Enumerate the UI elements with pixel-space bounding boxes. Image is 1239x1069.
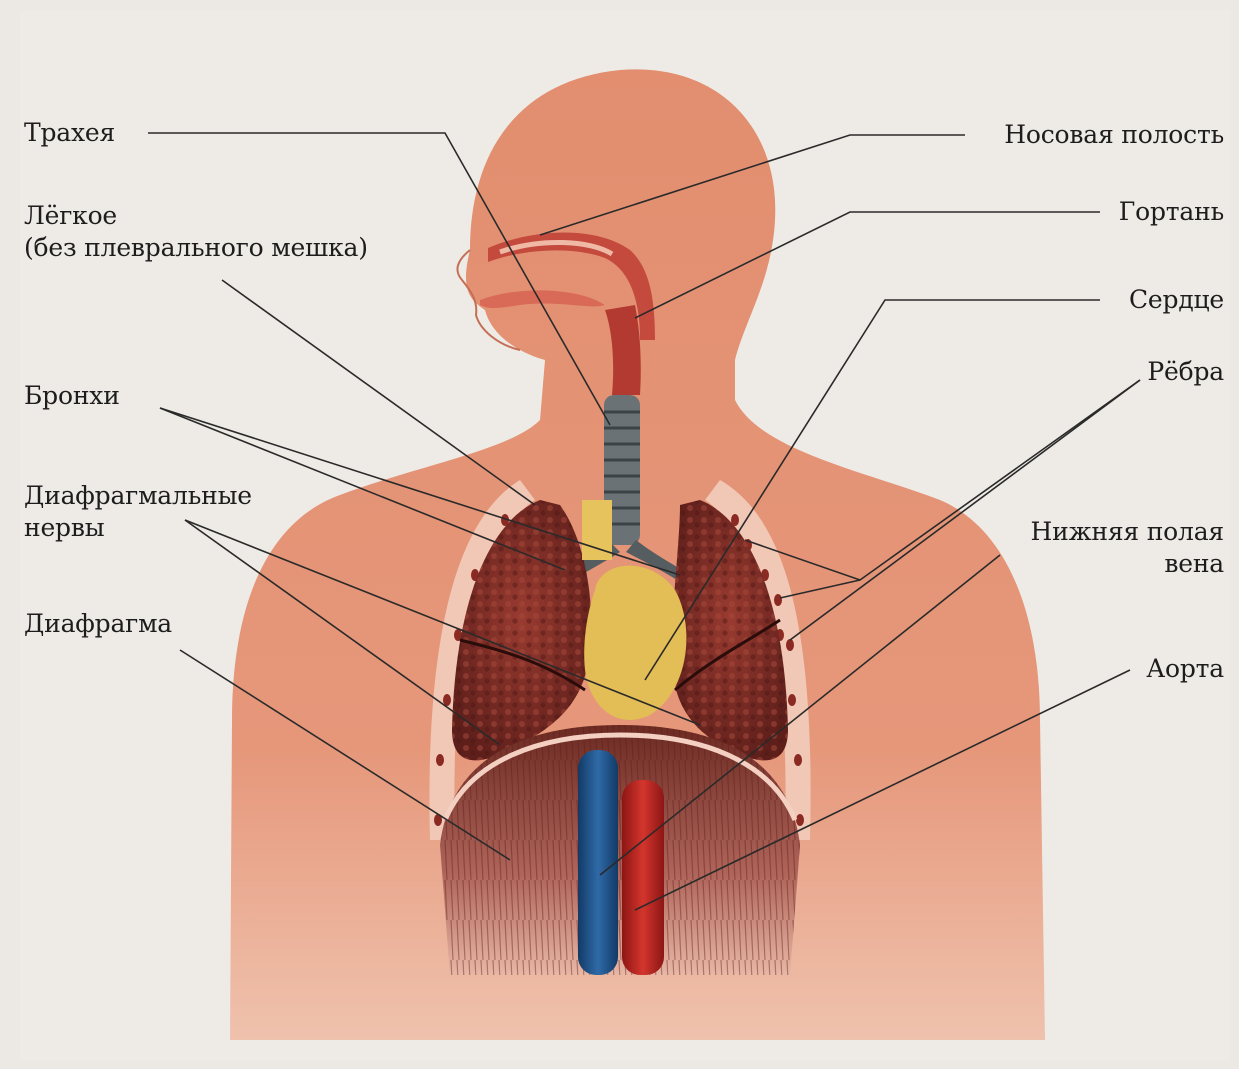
label-larynx: Гортань [1119,196,1224,228]
label-ribs: Рёбра [1147,356,1224,388]
label-heart: Сердце [1129,284,1224,316]
label-inferior-vena-cava: Нижняя полая вена [1031,516,1225,580]
vena-cava [578,750,618,975]
label-trachea: Трахея [24,117,115,149]
label-lung: Лёгкое (без плеврального мешка) [24,200,368,264]
aorta [622,780,664,975]
label-bronchi: Бронхи [24,380,120,412]
label-phrenic-nerves: Диафрагмальные нервы [24,480,252,544]
label-diaphragm: Диафрагма [24,608,172,640]
label-aorta: Аорта [1146,653,1224,685]
label-nasal-cavity: Носовая полость [1004,119,1224,151]
